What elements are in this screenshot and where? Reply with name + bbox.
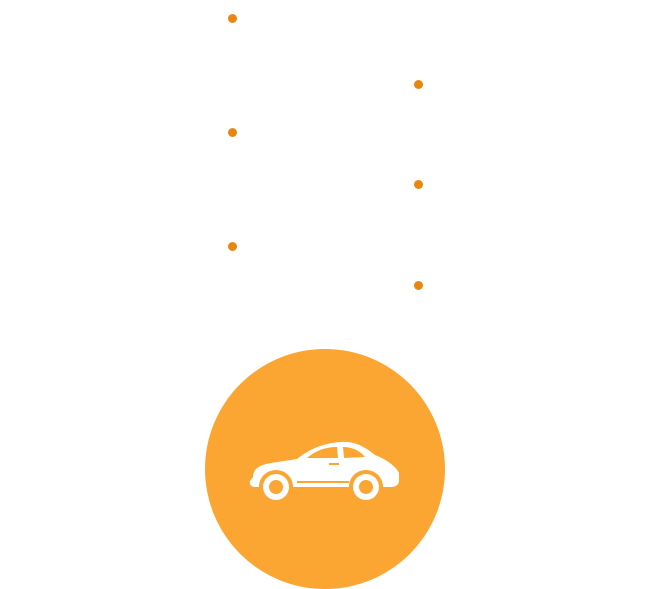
timeline-dot — [227, 241, 237, 251]
car-icon — [249, 441, 399, 500]
timeline-dot — [413, 280, 423, 290]
timeline-dot — [413, 79, 423, 89]
timeline-dot — [227, 127, 237, 137]
timeline-dot — [413, 179, 423, 189]
timeline-dot — [227, 13, 237, 23]
